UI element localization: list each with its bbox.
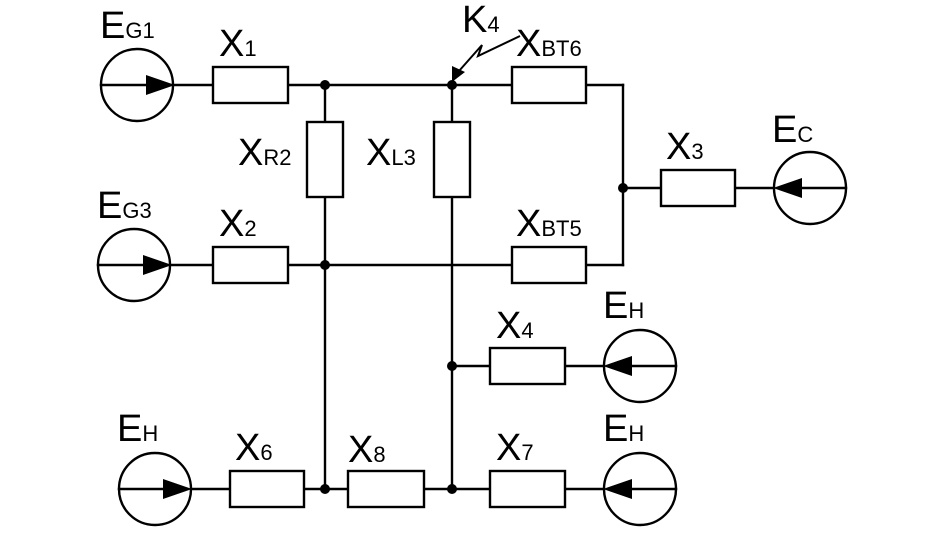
label-eh-x6: EH [117,408,158,450]
source-ec [772,150,848,226]
junction-dot [447,484,457,494]
arrow-left-icon [603,479,632,499]
label-xr2: XR2 [238,132,291,174]
label-eh-x4: EH [603,285,644,327]
reactance-xr2 [305,120,345,199]
lightning-icon [458,35,521,72]
label-eh-x7: EH [603,408,644,450]
arrow-right-icon [146,75,175,95]
label-ec: EC [772,109,813,151]
reactance-x8 [346,469,426,509]
junction-dot [447,361,457,371]
labels: EG1 EG3 EC EH EH EH X1 X2 X3 X4 X6 X7 X8… [97,0,813,471]
arrow-left-icon [773,178,802,198]
junction-dot [320,260,330,270]
arrow-right-icon [163,479,192,499]
label-fault-k4: K4 [462,0,500,41]
label-x1: X1 [219,23,257,65]
label-x2: X2 [219,203,257,245]
reactance-x3 [659,168,737,208]
reactance-x4 [488,346,567,386]
reactance-x1 [211,65,290,105]
arrow-right-icon [143,255,172,275]
junction-dot [320,484,330,494]
label-eg1: EG1 [100,5,155,47]
reactance-xl3 [432,120,472,199]
reactance-x2 [211,245,290,285]
junction-dot [618,183,628,193]
reactance-x7 [488,469,567,509]
fault-arrow-icon [452,66,465,82]
junctions [320,80,628,494]
junction-dot [320,80,330,90]
junction-dot [447,80,457,90]
label-x3: X3 [666,126,704,168]
fault-k4 [452,35,521,82]
source-eg3 [96,227,172,303]
label-x4: X4 [496,305,534,347]
reactance-xbt5 [510,245,588,285]
arrow-left-icon [603,356,632,376]
source-eh-x6 [117,451,193,527]
label-x6: X6 [235,427,273,469]
label-eg3: EG3 [97,185,152,227]
label-xbt6: XBT6 [516,23,582,65]
label-xl3: XL3 [366,132,416,174]
reactances [211,65,737,509]
source-eh-x4 [602,328,678,404]
label-xbt5: XBT5 [516,203,582,245]
reactance-x6 [228,469,306,509]
reactance-xbt6 [510,65,588,105]
label-x7: X7 [496,427,534,469]
source-eh-x7 [602,451,678,527]
label-x8: X8 [348,429,386,471]
source-eg1 [99,47,175,123]
